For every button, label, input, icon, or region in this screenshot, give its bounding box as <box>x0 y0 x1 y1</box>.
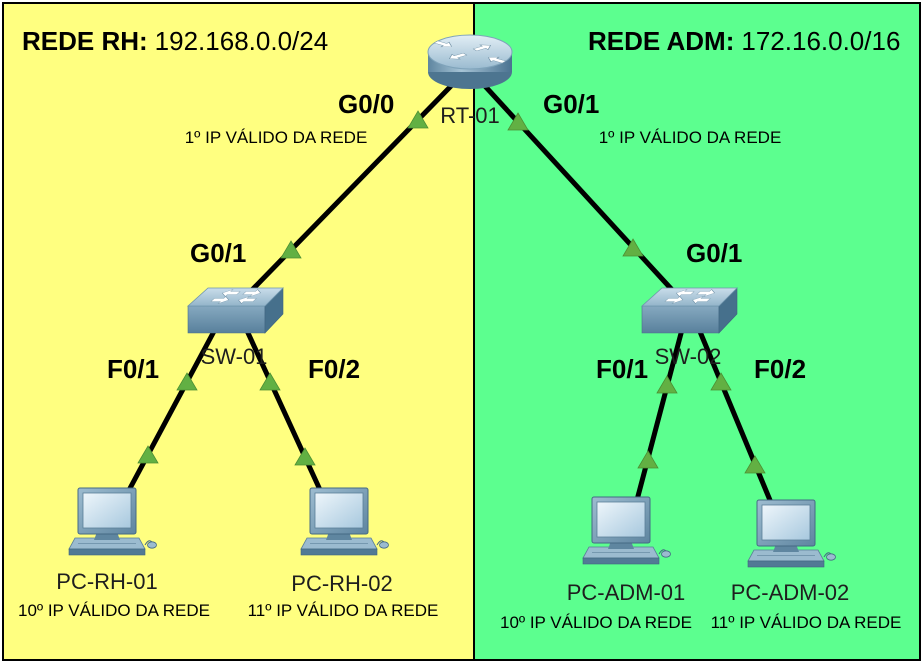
router-port-g0-1: G0/1 1º IP VÁLIDO DA REDE <box>543 89 781 147</box>
ip-note: 10º IP VÁLIDO DA REDE <box>500 613 692 632</box>
pc-name: PC-RH-01 <box>56 569 157 594</box>
port-label: G0/0 <box>338 89 394 119</box>
pc-name: PC-ADM-01 <box>567 580 686 605</box>
router-port-g0-0: G0/0 1º IP VÁLIDO DA REDE <box>185 89 395 147</box>
pc-rh-02: PC-RH-02 11º IP VÁLIDO DA REDE <box>248 487 439 620</box>
ip-note: 10º IP VÁLIDO DA REDE <box>18 601 210 620</box>
link-sw02-pc-adm-01 <box>634 321 687 501</box>
router-rt-01: RT-01 <box>428 35 512 128</box>
switch-icon <box>642 288 737 333</box>
access-port-label: F0/2 <box>754 354 806 384</box>
access-port-label: F0/2 <box>308 354 360 384</box>
pc-adm-02: PC-ADM-02 11º IP VÁLIDO DA REDE <box>711 499 902 632</box>
access-port-label: F0/1 <box>107 354 159 384</box>
switch-name: SW-01 <box>201 344 268 369</box>
switch-sw-01: SW-01 G0/1 F0/1 F0/2 <box>107 238 360 384</box>
ip-note: 11º IP VÁLIDO DA REDE <box>711 613 902 632</box>
link-sw01-pc-rh-01 <box>125 320 222 494</box>
pc-adm-01: PC-ADM-01 10º IP VÁLIDO DA REDE <box>500 496 692 632</box>
pc-name: PC-ADM-02 <box>731 580 850 605</box>
region-adm-label: REDE ADM: <box>588 26 734 56</box>
switch-sw-02: SW-02 G0/1 F0/1 F0/2 <box>596 238 806 384</box>
region-adm-network: 172.16.0.0/16 <box>741 26 900 56</box>
region-rh-label: REDE RH: <box>22 26 148 56</box>
pc-rh-01: PC-RH-01 10º IP VÁLIDO DA REDE <box>18 487 210 620</box>
router-icon <box>428 35 512 89</box>
pc-name: PC-RH-02 <box>291 571 392 596</box>
router-name: RT-01 <box>440 103 500 128</box>
region-rh-network: 192.168.0.0/24 <box>155 26 329 56</box>
link-sw02-pc-adm-02 <box>693 321 775 506</box>
uplink-port-label: G0/1 <box>686 238 742 268</box>
ip-note: 11º IP VÁLIDO DA REDE <box>248 601 439 620</box>
ip-note: 1º IP VÁLIDO DA REDE <box>185 128 368 147</box>
region-adm-title: REDE ADM:172.16.0.0/16 <box>588 26 900 56</box>
switch-name: SW-02 <box>655 344 722 369</box>
switch-icon <box>188 288 283 333</box>
region-rh-title: REDE RH:192.168.0.0/24 <box>22 26 328 56</box>
access-port-label: F0/1 <box>596 354 648 384</box>
uplink-port-label: G0/1 <box>190 238 246 268</box>
port-label: G0/1 <box>543 89 599 119</box>
ip-note: 1º IP VÁLIDO DA REDE <box>599 128 782 147</box>
